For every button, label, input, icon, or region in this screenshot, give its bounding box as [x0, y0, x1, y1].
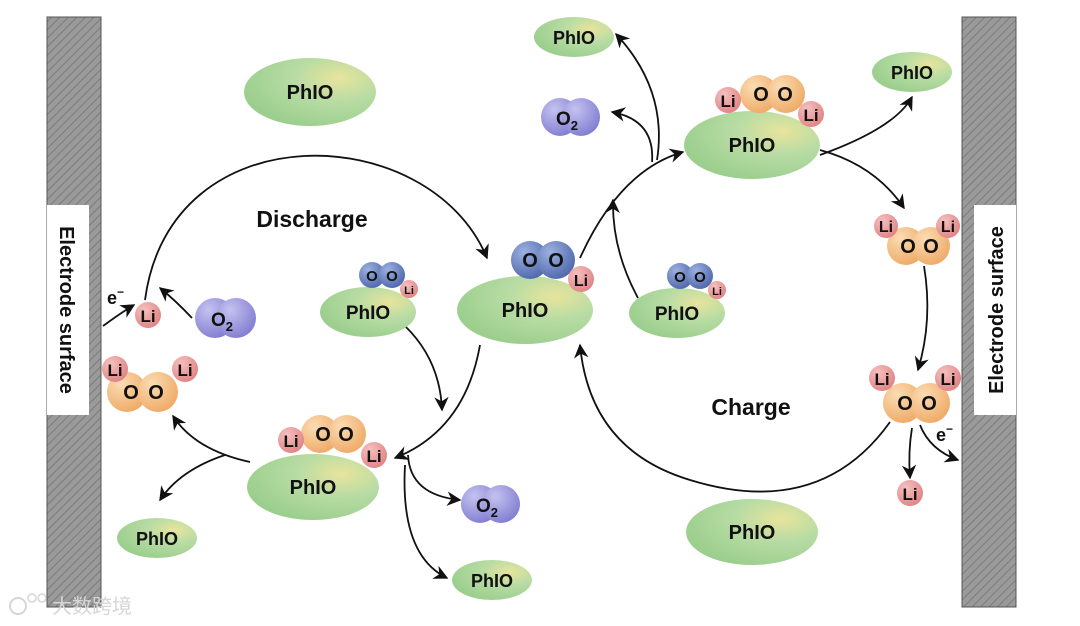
svg-text:O: O — [123, 382, 139, 404]
svg-text:O: O — [522, 250, 538, 272]
svg-text:Li: Li — [177, 361, 192, 380]
electron-label-left: e− — [107, 285, 124, 308]
svg-text:Li: Li — [140, 307, 155, 326]
svg-text:O: O — [315, 424, 331, 446]
phio-bottom-middle: PhIO — [452, 560, 532, 600]
svg-text:PhIO: PhIO — [471, 571, 513, 591]
svg-text:O: O — [777, 84, 793, 106]
to-lio2-arrow — [819, 149, 905, 210]
li2o2-left: Li Li O O — [102, 356, 198, 412]
charge-upper-arc — [579, 148, 685, 259]
phio-top-left: PhIO — [244, 58, 376, 126]
svg-text:PhIO: PhIO — [502, 300, 549, 322]
svg-text:O: O — [921, 393, 937, 415]
svg-text:Li: Li — [879, 219, 893, 236]
svg-text:O: O — [366, 268, 378, 285]
li-ion-right: Li — [897, 480, 923, 506]
svg-text:Li: Li — [283, 432, 298, 451]
svg-text:O: O — [900, 236, 916, 258]
svg-text:PhIO: PhIO — [346, 303, 390, 324]
to-li2o2-right-arrow — [914, 265, 929, 372]
phio-oo-li-center: O O Li PhIO — [457, 241, 594, 344]
svg-text:PhIO: PhIO — [136, 529, 178, 549]
li-release-arrow — [901, 427, 917, 480]
phio-top-middle: PhIO — [534, 17, 614, 57]
release-phio-bottom-arrow — [403, 464, 449, 579]
electron-label-right: e− — [936, 422, 953, 445]
svg-text:Li: Li — [574, 273, 588, 290]
svg-text:O2: O2 — [211, 310, 233, 334]
o2-molecule-left: O2 — [195, 298, 256, 338]
to-li2o2-arrow — [172, 414, 251, 463]
release-o2-top-arrow — [610, 107, 653, 163]
svg-text:Li: Li — [803, 106, 818, 125]
svg-text:O: O — [753, 84, 769, 106]
electrode-surface-label-right: Electrode surface — [986, 226, 1008, 394]
svg-text:Li: Li — [712, 286, 722, 298]
svg-text:PhIO: PhIO — [729, 522, 776, 544]
electrode-surface-label-left: Electrode surface — [55, 226, 77, 394]
svg-text:O: O — [923, 236, 939, 258]
right-electrode: Electrode surface — [961, 16, 1017, 608]
charge-title: Charge — [711, 394, 790, 420]
o2-molecule-top: O2 — [541, 98, 600, 136]
svg-text:O2: O2 — [556, 109, 578, 133]
electron-arrow-left — [102, 304, 136, 327]
li2o2-right-upper: Li Li O O — [874, 214, 960, 265]
watermark: 大数跨境 — [9, 593, 132, 618]
svg-text:O: O — [548, 250, 564, 272]
svg-text:O: O — [386, 268, 398, 285]
discharge-top-arc — [144, 154, 489, 301]
li-ion-left: Li — [135, 302, 161, 328]
phio-bottom-left: PhIO — [117, 518, 197, 558]
phio-oo-li-upper-arrow — [605, 198, 639, 299]
svg-text:Li: Li — [366, 447, 381, 466]
release-phio-top-arrow — [615, 32, 660, 161]
svg-text:Li: Li — [404, 285, 414, 297]
svg-text:O: O — [148, 382, 164, 404]
phio-oo-li-right: O O Li PhIO — [629, 263, 726, 338]
phio-li2o2-lower: Li Li O O PhIO — [247, 415, 387, 520]
svg-text:PhIO: PhIO — [655, 304, 699, 325]
svg-text:O: O — [694, 269, 706, 286]
release-phio-right-arrow — [819, 95, 913, 156]
svg-text:Li: Li — [902, 485, 917, 504]
phio-oo-li-left: O O Li PhIO — [320, 262, 418, 337]
svg-text:PhIO: PhIO — [287, 82, 334, 104]
svg-text:Li: Li — [720, 92, 735, 111]
release-phio-left-arrow — [159, 454, 226, 502]
svg-text:O: O — [897, 393, 913, 415]
o2-molecule-lower: O2 — [461, 485, 520, 523]
svg-text:PhIO: PhIO — [891, 63, 933, 83]
svg-text:Li: Li — [107, 361, 122, 380]
release-o2-arrow — [407, 454, 462, 506]
svg-text:Li: Li — [941, 219, 955, 236]
svg-text:PhIO: PhIO — [290, 477, 337, 499]
electron-arrow-right — [919, 424, 960, 463]
o2-to-li-arrow — [158, 287, 193, 319]
svg-text:PhIO: PhIO — [729, 135, 776, 157]
svg-text:O: O — [338, 424, 354, 446]
svg-text:O2: O2 — [476, 496, 498, 520]
phio-li2o2-top-right: Li Li O O PhIO — [684, 75, 824, 179]
svg-text:O: O — [674, 269, 686, 286]
phio-bottom-right: PhIO — [686, 499, 818, 565]
discharge-title: Discharge — [256, 206, 367, 232]
watermark-text: 大数跨境 — [52, 594, 132, 618]
charge-lower-arc — [574, 343, 891, 493]
svg-text:PhIO: PhIO — [553, 28, 595, 48]
watermark-logo-icon — [9, 597, 27, 615]
li2o2-right-lower: Li Li O O — [869, 365, 961, 423]
svg-text:Li: Li — [874, 370, 889, 389]
discharge-lower-arc — [393, 344, 481, 460]
svg-text:Li: Li — [940, 370, 955, 389]
phio-top-right: PhIO — [872, 52, 952, 92]
phio-oo-li-to-lower-arrow — [404, 325, 449, 412]
reaction-arrows — [102, 32, 960, 579]
left-electrode: Electrode surface — [46, 16, 102, 608]
